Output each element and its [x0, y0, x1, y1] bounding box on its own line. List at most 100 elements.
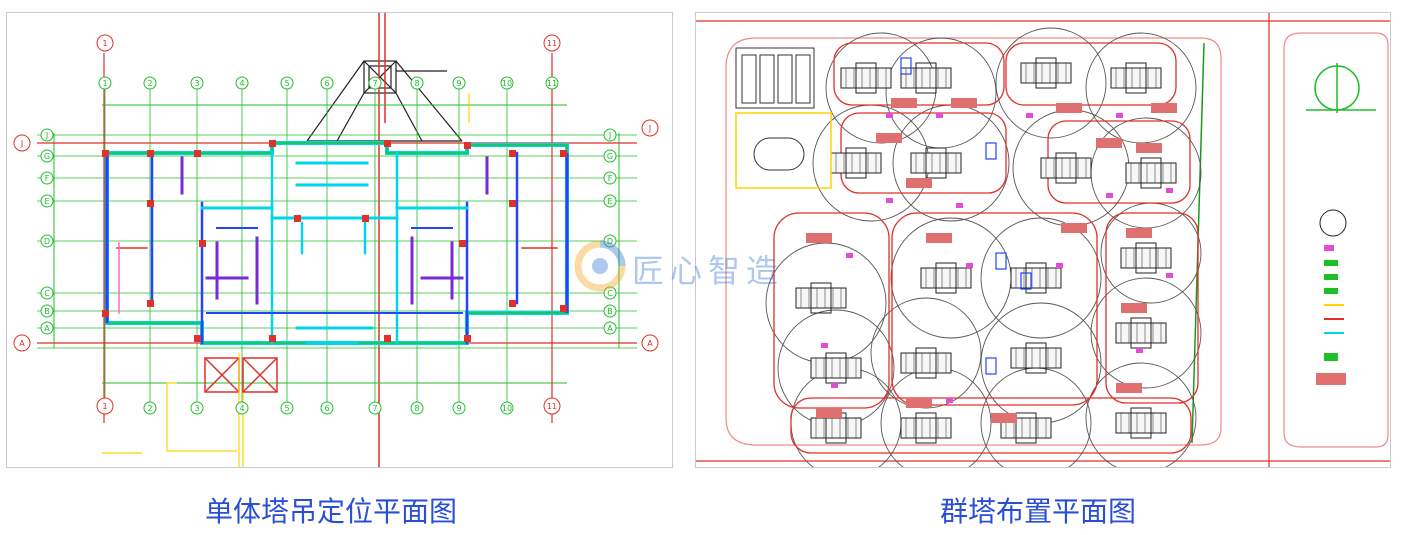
equipment-marker	[985, 357, 997, 375]
grid-bubble	[603, 128, 617, 142]
crane-label-tag	[1116, 383, 1142, 393]
crane-marker-tag	[886, 198, 893, 203]
building-block	[1020, 57, 1072, 89]
grid-bubble	[603, 149, 617, 163]
column	[362, 215, 369, 222]
crane-marker-tag	[966, 263, 973, 268]
grid-bubble-label: 6	[324, 404, 329, 413]
grid-bubble	[452, 76, 466, 90]
grid-bubble	[280, 401, 294, 415]
grid-bubble	[603, 171, 617, 185]
grid-bubble-label: 8	[414, 79, 419, 88]
grid-bubble-label: C	[44, 289, 50, 298]
crane-label-tag	[816, 408, 842, 418]
crane-label-tag	[891, 98, 917, 108]
building-block	[1115, 407, 1167, 439]
column	[147, 150, 154, 157]
grid-bubble	[543, 397, 561, 415]
grid-bubble	[320, 401, 334, 415]
grid-axis-bubbles: 11223344556677889910101111111111JJGGFFEE…	[13, 34, 659, 415]
grid-bubble	[603, 234, 617, 248]
grid-bubble	[280, 76, 294, 90]
building-block	[900, 62, 952, 94]
crane-radius-circle	[995, 27, 1107, 139]
crane-marker-tag	[936, 113, 943, 118]
grid-bubble-label: B	[44, 307, 50, 316]
grid-bubble-label: 9	[456, 404, 461, 413]
group-crane-layout-panel	[695, 12, 1391, 468]
grid-bubble	[235, 76, 249, 90]
crane-label-tag	[906, 178, 932, 188]
grid-bubble	[96, 397, 114, 415]
grid-bubble	[543, 34, 561, 52]
grid-bubble-label: 4	[239, 404, 244, 413]
grid-bubble	[143, 401, 157, 415]
crane-marker-tag	[846, 253, 853, 258]
grid-bubble	[13, 134, 31, 152]
building-block	[830, 147, 882, 179]
grid-bubble	[452, 401, 466, 415]
equipment-marker	[985, 142, 997, 160]
grid-bubble	[235, 401, 249, 415]
building-block	[810, 352, 862, 384]
column	[194, 150, 201, 157]
grid-bubble	[603, 286, 617, 300]
swirl-logo-icon	[574, 240, 626, 292]
grid-bubble-label: 9	[456, 79, 461, 88]
crane-label-tag	[1121, 303, 1147, 313]
single-crane-plan-drawing: 11223344556677889910101111111111JJGGFFEE…	[13, 13, 659, 467]
building-block	[900, 412, 952, 444]
grid-bubble-label: D	[44, 237, 50, 246]
crane-label-tag	[951, 98, 977, 108]
crane-marker-tag	[831, 383, 838, 388]
building-block	[795, 282, 847, 314]
crane-marker-tag	[1056, 263, 1063, 268]
grid-bubble	[603, 321, 617, 335]
grid-bubble	[40, 286, 54, 300]
crane-marker-tag	[1166, 188, 1173, 193]
grid-bubble-label: 5	[284, 404, 289, 413]
grid-bubble	[603, 304, 617, 318]
grid-bubble	[368, 76, 382, 90]
column	[509, 200, 516, 207]
site-boundary	[696, 13, 1390, 467]
crane-marker-tag	[821, 343, 828, 348]
grid-bubble	[13, 334, 31, 352]
grid-bubble-label: E	[44, 197, 49, 206]
grid-bubble	[143, 76, 157, 90]
building-block	[920, 262, 972, 294]
crane-marker-tag	[1116, 113, 1123, 118]
grid-bubble-label: F	[608, 174, 613, 183]
legend	[1316, 209, 1347, 385]
interior-walls	[116, 151, 558, 345]
grid-bubble	[40, 128, 54, 142]
column	[509, 300, 516, 307]
column	[199, 240, 206, 247]
grid-bubble-label: 11	[547, 402, 557, 411]
column	[464, 142, 471, 149]
column	[269, 140, 276, 147]
grid-bubble	[190, 401, 204, 415]
crane-label-tag	[1096, 138, 1122, 148]
grid-bubble-label: 11	[547, 79, 557, 88]
grid-bubble-label: J	[45, 131, 48, 140]
grid-bubble	[320, 76, 334, 90]
grid-bubble-label: A	[44, 324, 50, 333]
grid-bubble-label: 3	[194, 404, 199, 413]
building-block	[840, 62, 892, 94]
grid-bubble	[500, 401, 514, 415]
building-block	[1115, 317, 1167, 349]
crane-label-tag	[1136, 143, 1162, 153]
grid-bubble	[190, 76, 204, 90]
crane-label-tag	[1126, 228, 1152, 238]
building-block	[1110, 62, 1162, 94]
grid-bubble-label: 1	[102, 79, 107, 88]
residential-buildings	[795, 57, 1177, 444]
crane-marker-tag	[886, 113, 893, 118]
grid-bubble	[500, 76, 514, 90]
watermark-text: 匠心智造	[632, 252, 785, 290]
grid-bubble	[40, 234, 54, 248]
grid-bubble-label: 1	[102, 39, 107, 48]
column	[147, 200, 154, 207]
grid-bubble	[545, 76, 559, 90]
